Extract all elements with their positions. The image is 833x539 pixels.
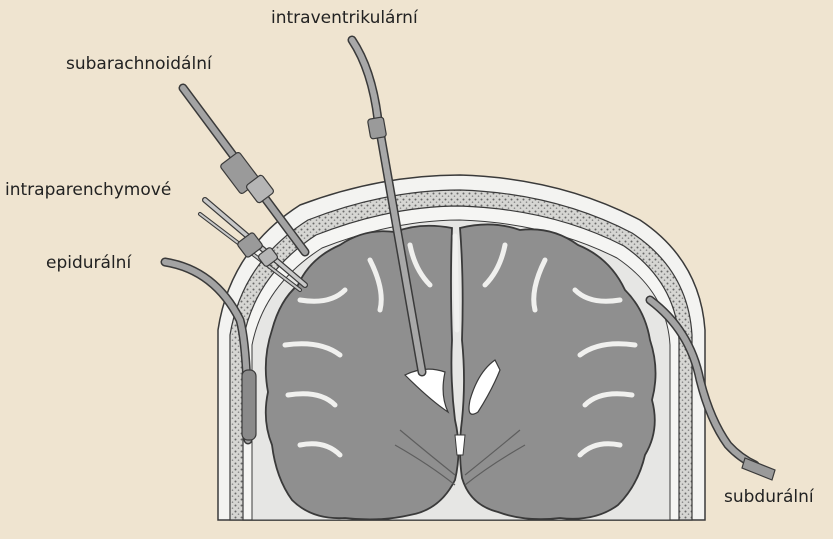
subdural-catheter — [645, 295, 776, 481]
label-subdural: subdurální — [724, 487, 814, 507]
label-subarachnoid: subarachnoidální — [66, 54, 212, 74]
third-ventricle — [454, 434, 466, 456]
intraventricular-catheter — [347, 35, 427, 377]
label-epidural: epidurální — [46, 253, 132, 273]
fiber-lines — [394, 429, 526, 486]
sulci — [282, 233, 638, 458]
epidural-catheter — [160, 257, 257, 445]
label-intraventricular: intraventrikulární — [271, 8, 418, 28]
subarachnoid-catheter — [178, 83, 310, 257]
intraparenchymal-catheter — [198, 197, 308, 292]
right-ventricle — [468, 359, 501, 415]
label-intraparenchymal: intraparenchymové — [5, 180, 172, 200]
